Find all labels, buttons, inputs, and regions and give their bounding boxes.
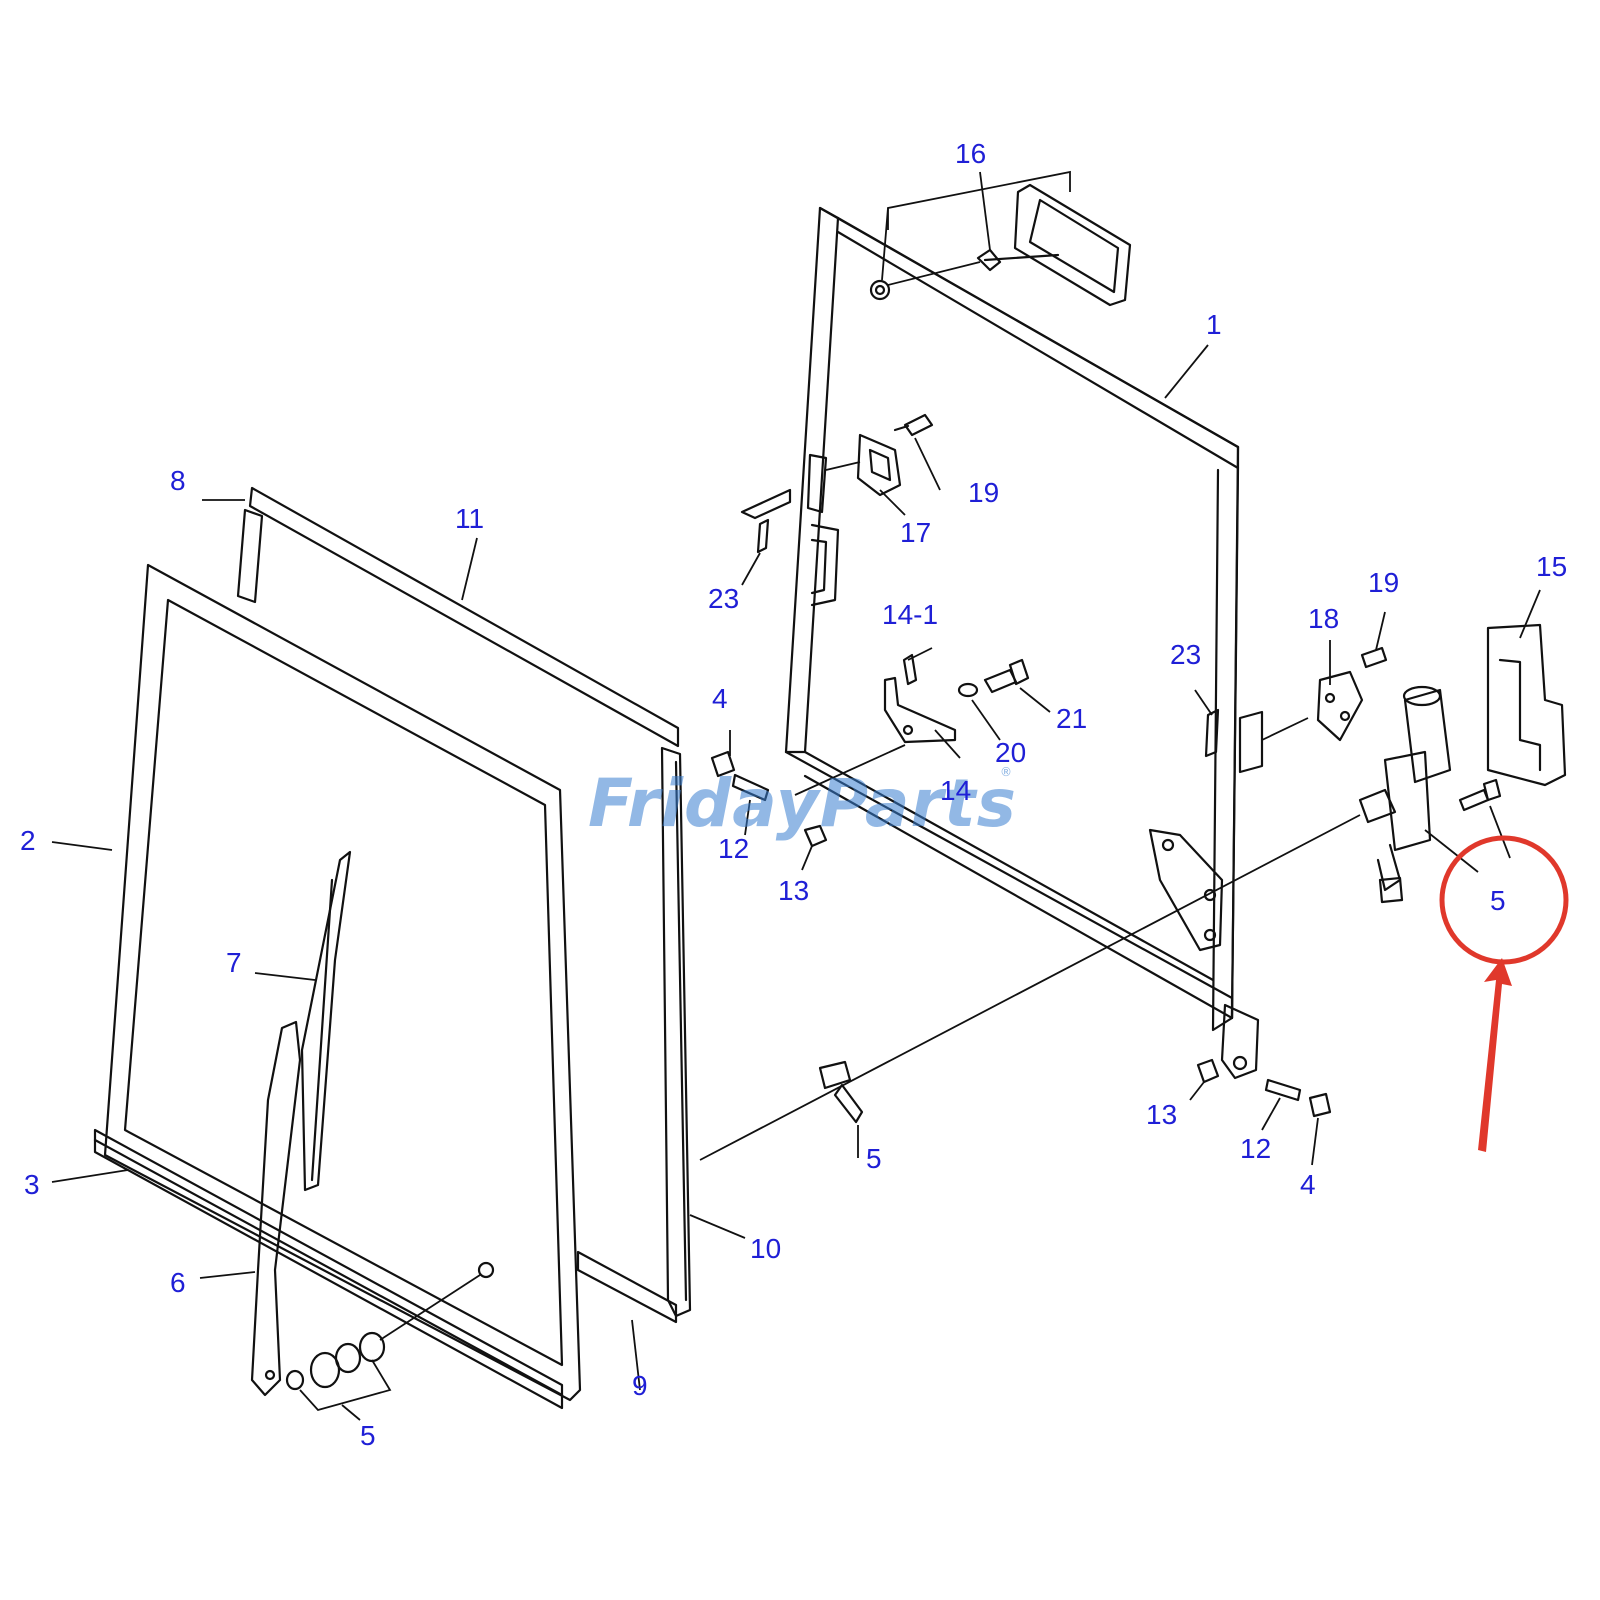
callout-11: 11: [455, 503, 484, 534]
highlight-arrow-icon: [1478, 958, 1512, 1152]
bracket-14: [794, 653, 1030, 796]
glass-pane: [103, 563, 582, 1402]
watermark-text: FridayParts: [588, 765, 1017, 842]
callout-3: 3: [24, 1169, 40, 1200]
highlight-annotation: [1439, 835, 1569, 1152]
seal-strips: [93, 486, 692, 1410]
watermark-registered: ®: [1000, 765, 1012, 779]
callout-19-right: 19: [1368, 567, 1399, 598]
callout-17: 17: [900, 517, 931, 548]
latch-pieces: [740, 488, 1309, 774]
callout-23-right: 23: [1170, 639, 1201, 670]
callout-18: 18: [1308, 603, 1339, 634]
callout-20: 20: [995, 737, 1026, 768]
callout-23-left: 23: [708, 583, 739, 614]
callout-15: 15: [1536, 551, 1567, 582]
callout-8: 8: [170, 465, 186, 496]
callout-13-left: 13: [778, 875, 809, 906]
callout-9: 9: [632, 1370, 648, 1401]
callout-12-left: 12: [718, 833, 749, 864]
mirror: [869, 183, 1132, 307]
wiper: [250, 850, 481, 1397]
callout-13-right: 13: [1146, 1099, 1177, 1130]
callout-16: 16: [955, 138, 986, 169]
callout-6: 6: [170, 1267, 186, 1298]
callout-14-1: 14-1: [882, 599, 938, 630]
callout-12-right: 12: [1240, 1133, 1271, 1164]
callout-19-upper: 19: [968, 477, 999, 508]
highlight-circle: [1439, 835, 1569, 965]
callout-5-center: 5: [866, 1143, 882, 1174]
watermark: FridayParts ®: [588, 765, 1017, 842]
callout-1: 1: [1206, 309, 1222, 340]
callout-4-left: 4: [712, 683, 728, 714]
callout-labels: 16 1 8 11 19 17 23 14-1 23 18 19 15 4 21…: [20, 138, 1567, 1451]
upper-hinge: [806, 413, 934, 514]
hardware: [710, 750, 1332, 1124]
callout-10: 10: [750, 1233, 781, 1264]
callout-2: 2: [20, 825, 36, 856]
callout-7: 7: [226, 947, 242, 978]
callout-5-highlighted: 5: [1490, 885, 1506, 916]
callout-14: 14: [940, 775, 971, 806]
callout-5-bottom: 5: [360, 1420, 376, 1451]
callout-4-right: 4: [1300, 1169, 1316, 1200]
callout-21: 21: [1056, 703, 1087, 734]
leader-lines: [51, 170, 1541, 1421]
window-frame: [784, 206, 1260, 1080]
motor-assembly: [699, 623, 1567, 1161]
